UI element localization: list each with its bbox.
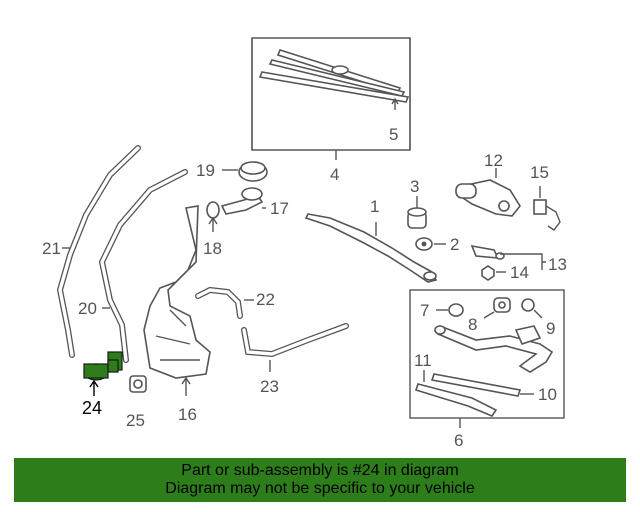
- wiper-arm-1: 1: [304, 197, 438, 283]
- callout-7[interactable]: 7: [420, 301, 429, 320]
- callout-2[interactable]: 2: [450, 235, 459, 254]
- callout-20[interactable]: 20: [78, 299, 97, 318]
- washer-hose-22: 22: [195, 286, 275, 319]
- callout-25[interactable]: 25: [126, 411, 145, 430]
- callout-13[interactable]: 13: [548, 255, 567, 274]
- callout-22[interactable]: 22: [256, 290, 275, 309]
- callout-16[interactable]: 16: [178, 405, 197, 424]
- washer-hose-21: 21: [42, 145, 141, 358]
- washer-reservoir-16: 16: [143, 205, 211, 424]
- callout-21[interactable]: 21: [42, 239, 61, 258]
- callout-3[interactable]: 3: [410, 177, 419, 196]
- callout-11[interactable]: 11: [414, 351, 432, 370]
- callout-24[interactable]: 24: [82, 398, 102, 418]
- washer-hose-23: 23: [241, 323, 349, 396]
- banner-line-2: Diagram may not be specific to your vehi…: [165, 480, 475, 497]
- grommet-25: 25: [126, 375, 147, 430]
- banner-line-1: Part or sub-assembly is #24 in diagram: [181, 462, 459, 479]
- wiper-motor-12: 12: [455, 151, 521, 217]
- filler-parts: 18 19 17: [196, 161, 289, 258]
- callout-5[interactable]: 5: [389, 125, 398, 144]
- nut-cap-parts: 3 2: [407, 177, 459, 254]
- parts-diagram: 5 4 21 20 24 25 16 18: [42, 37, 567, 450]
- washer-pump-24[interactable]: 24: [82, 351, 123, 418]
- callout-8[interactable]: 8: [468, 315, 477, 334]
- callout-14[interactable]: 14: [510, 263, 529, 282]
- callout-6[interactable]: 6: [454, 431, 463, 450]
- notice-banner: Part or sub-assembly is #24 in diagram D…: [14, 458, 626, 502]
- callout-12[interactable]: 12: [484, 151, 503, 170]
- washer-hose-20: 20: [78, 169, 188, 363]
- callout-23[interactable]: 23: [260, 377, 279, 396]
- callout-19[interactable]: 19: [196, 161, 215, 180]
- wiper-blade-group: 5 4: [251, 37, 411, 184]
- callout-17[interactable]: 17: [270, 199, 289, 218]
- nozzle-parts: 13 14: [470, 244, 567, 282]
- callout-4[interactable]: 4: [330, 165, 339, 184]
- wiper-linkage-group-6: 6 7 8 9 11 10: [409, 289, 565, 450]
- harness-15: 15: [530, 163, 561, 231]
- callout-15[interactable]: 15: [530, 163, 549, 182]
- callout-18[interactable]: 18: [203, 239, 222, 258]
- callout-1[interactable]: 1: [370, 197, 379, 216]
- callout-10[interactable]: 10: [538, 385, 557, 404]
- callout-9[interactable]: 9: [546, 319, 555, 338]
